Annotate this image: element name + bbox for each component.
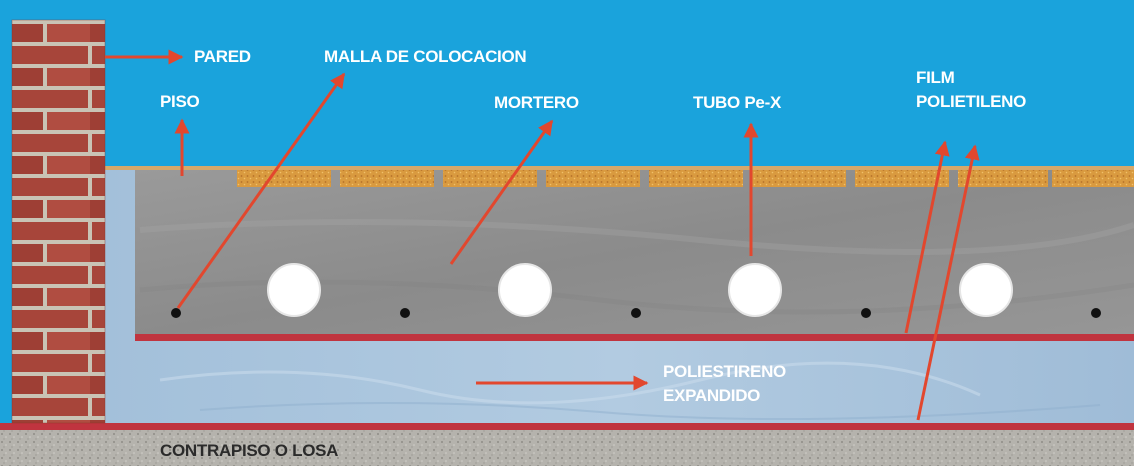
- mesh-point: [1091, 308, 1101, 318]
- film-line-lower: [0, 423, 1134, 430]
- floor-tile: [1052, 170, 1134, 187]
- callout-arrows: [105, 49, 980, 421]
- floor-tile: [958, 170, 1048, 187]
- label-expandido: EXPANDIDO: [663, 386, 761, 405]
- pex-pipe: [959, 263, 1013, 317]
- floor-tile: [546, 170, 640, 187]
- pex-pipe: [498, 263, 552, 317]
- floor-tile: [855, 170, 949, 187]
- floor-surface-line: [105, 166, 1134, 170]
- label-poliestireno: POLIESTIRENO: [663, 362, 786, 381]
- pex-pipe: [267, 263, 321, 317]
- mesh-point: [631, 308, 641, 318]
- floor-tile: [237, 170, 331, 187]
- label-polietileno: POLIETILENO: [916, 92, 1027, 111]
- label-malla-de-colocacion: MALLA DE COLOCACION: [324, 47, 527, 66]
- label-mortero: MORTERO: [494, 93, 579, 112]
- slab-layer: [0, 428, 1134, 466]
- arrow-mortero: [449, 119, 554, 265]
- label-contrapiso-o-losa: CONTRAPISO O LOSA: [160, 441, 339, 460]
- label-piso: PISO: [160, 92, 200, 111]
- pex-pipes: [267, 263, 1013, 317]
- arrow-film-lower: [916, 144, 980, 421]
- mesh-point: [400, 308, 410, 318]
- pex-pipe: [728, 263, 782, 317]
- floor-tile: [443, 170, 537, 187]
- label-tubo-pex: TUBO Pe-X: [693, 93, 781, 112]
- floor-tile: [752, 170, 846, 187]
- floor-tiles: [237, 170, 1134, 187]
- mesh-points: [171, 308, 1101, 318]
- label-pared: PARED: [194, 47, 251, 66]
- brick-wall: [12, 20, 105, 423]
- label-film: FILM: [916, 68, 955, 87]
- floor-tile: [649, 170, 743, 187]
- mesh-point: [861, 308, 871, 318]
- mesh-point: [171, 308, 181, 318]
- arrow-malla: [176, 72, 346, 309]
- arrow-film-upper: [904, 140, 950, 334]
- floor-tile: [340, 170, 434, 187]
- film-line-upper: [135, 334, 1134, 341]
